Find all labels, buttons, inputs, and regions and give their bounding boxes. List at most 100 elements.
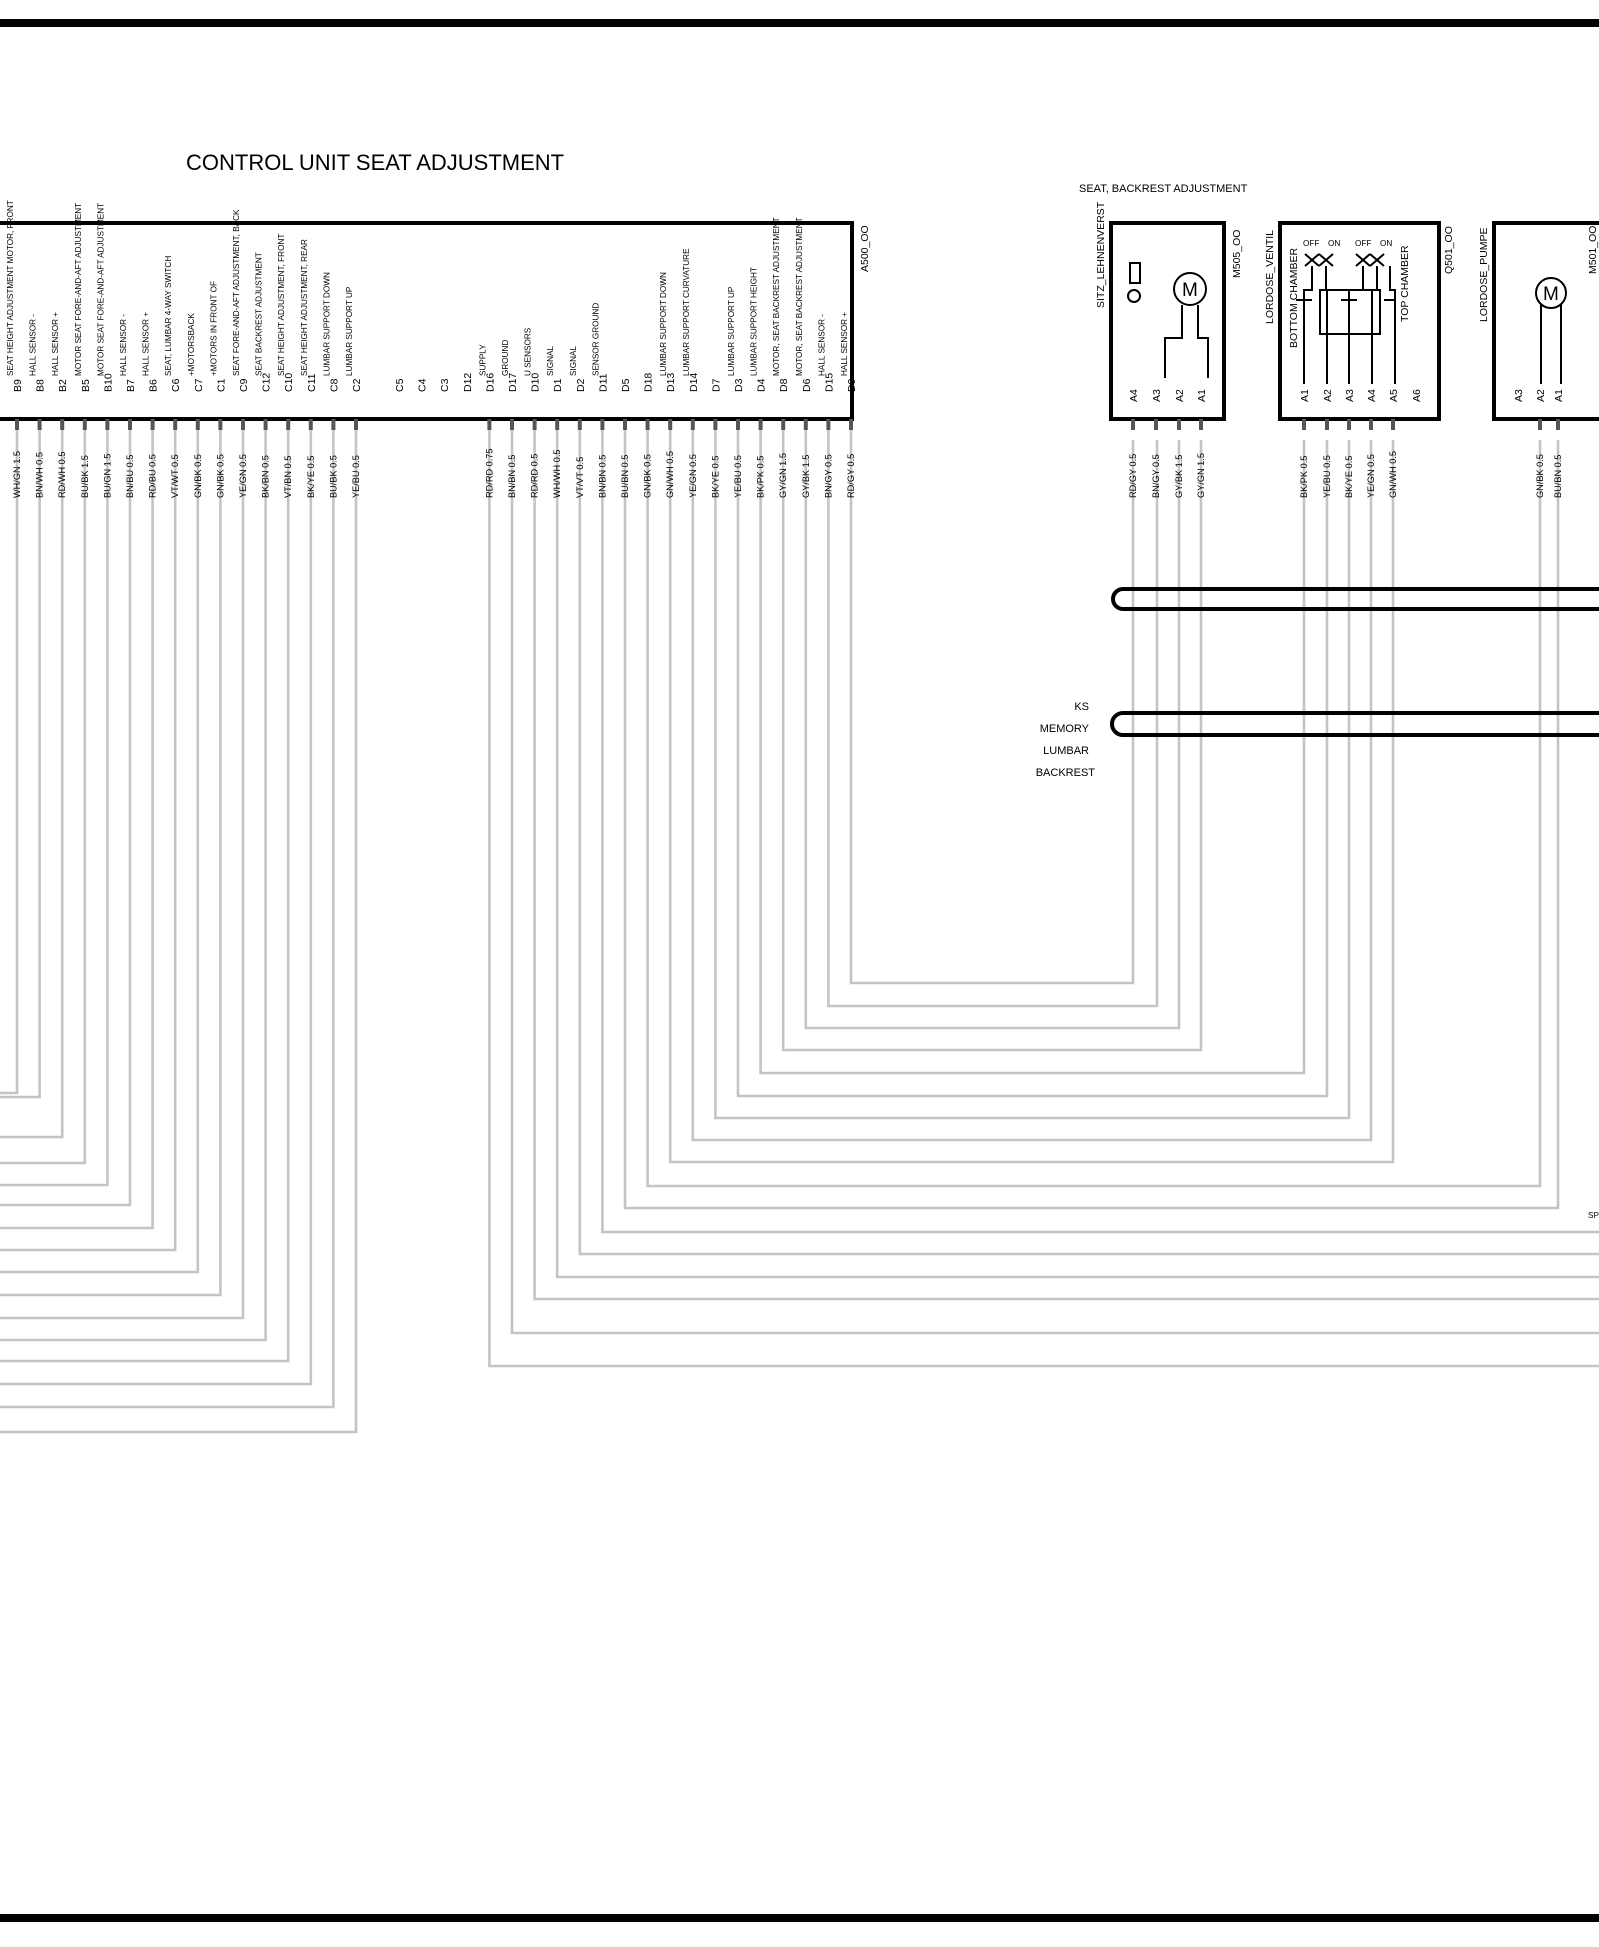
cu-wire-label: BK/YE 0.5 xyxy=(710,456,720,498)
cu-pin-D15: D15 xyxy=(823,373,835,392)
wire xyxy=(0,430,154,1230)
cu-pin-desc: SEAT, LUMBAR 4-WAY SWITCH xyxy=(164,256,173,376)
wire xyxy=(691,430,1373,1142)
cu-wire-label: RD/WH 0.5 xyxy=(57,452,67,498)
cu-pin-desc: U SENSORS xyxy=(524,327,533,376)
control-unit-id: A500_OO xyxy=(859,225,871,272)
cu-pin-desc: GROUND xyxy=(501,340,510,376)
cu-pin-desc: HALL SENSOR - xyxy=(29,314,38,376)
q501-on-right: ON xyxy=(1380,239,1392,248)
control-unit-title: CONTROL UNIT SEAT ADJUSTMENT xyxy=(186,150,564,175)
cu-pin-C8: C8 xyxy=(328,378,340,392)
wire xyxy=(0,430,87,1165)
cu-pin-desc: LUMBAR SUPPORT CURVATURE xyxy=(682,248,691,376)
edge-label: SP xyxy=(1588,1211,1599,1220)
cu-wire-label: BN/BN 0.5 xyxy=(597,455,607,498)
cu-pin-desc: MOTOR, SEAT BACKREST ADJUSTMENT xyxy=(772,217,781,376)
legend-item-backrest: BACKREST xyxy=(1036,767,1096,779)
bottom-frame-bar xyxy=(0,1914,1599,1922)
cu-pin-D4: D4 xyxy=(756,378,768,392)
cu-wire-label: VT/VT 0.5 xyxy=(575,457,585,498)
m501-pin-A2: A2 xyxy=(1535,389,1547,402)
cu-pin-desc: SEAT HEIGHT ADJUSTMENT, FRONT xyxy=(277,234,286,376)
cu-pin-C6: C6 xyxy=(170,378,182,392)
cu-pin-B6: B6 xyxy=(148,379,160,392)
legend-item-ks: KS xyxy=(1074,701,1089,713)
m505-motor-icon: M xyxy=(1164,272,1209,378)
cu-pin-D7: D7 xyxy=(710,378,722,392)
cu-pin-D2: D2 xyxy=(575,378,587,392)
m501-motor-icon: M xyxy=(1535,277,1567,384)
m505-wire-label: GY/GN 1.5 xyxy=(1196,453,1206,498)
m501-wire-label: BU/BN 0.5 xyxy=(1553,455,1563,498)
m505-pin-A1: A1 xyxy=(1196,389,1208,402)
cu-pin-B9: B9 xyxy=(12,379,24,392)
m505-pin-A3: A3 xyxy=(1151,389,1163,402)
wire-harness xyxy=(0,430,1599,1434)
cu-pin-C3: C3 xyxy=(439,378,451,392)
cu-pin-desc: LUMBAR SUPPORT DOWN xyxy=(322,272,331,376)
wire xyxy=(781,430,1203,1052)
control-unit-id-label: A500_OO xyxy=(859,225,871,272)
wire xyxy=(0,430,132,1207)
cu-wire-label: BU/BN 0.5 xyxy=(620,455,630,498)
m501-pin-A3: A3 xyxy=(1513,389,1525,402)
m505-switch-icon xyxy=(1127,262,1141,303)
wire xyxy=(0,430,64,1139)
cu-pin-B7: B7 xyxy=(125,379,137,392)
wire xyxy=(0,430,177,1252)
q501-on-left: ON xyxy=(1328,239,1340,248)
cu-wire-label: RD/GY 0.5 xyxy=(846,454,856,498)
legend: KS MEMORY LUMBAR BACKREST xyxy=(1036,701,1096,779)
cu-wire-label: RD/BU 0.5 xyxy=(148,454,158,498)
q501-name: LORDOSE_VENTIL xyxy=(1264,230,1276,324)
cu-pin-D16: D16 xyxy=(484,373,496,392)
cu-wire-label: GY/BK 1.5 xyxy=(801,455,811,498)
cu-pin-C4: C4 xyxy=(417,378,429,392)
cu-pin-D9: D9 xyxy=(846,378,858,392)
q501-valve-icon xyxy=(1296,253,1396,384)
cu-pin-B10: B10 xyxy=(102,373,114,392)
cu-wire-label: RD/RD 0.75 xyxy=(484,448,494,498)
cu-pin-desc: MOTOR SEAT FORE-AND-AFT ADJUSTMENT xyxy=(74,203,83,376)
cu-pin-D8: D8 xyxy=(778,378,790,392)
wire xyxy=(0,430,267,1342)
cu-pin-desc: HALL SENSOR - xyxy=(119,314,128,376)
cu-wire-label: GN/WH 0.5 xyxy=(665,451,675,498)
cu-wire-label: GN/BK 0.5 xyxy=(215,454,225,498)
m505-name: SITZ_LEHNENVERST xyxy=(1095,201,1107,308)
legend-item-memory: MEMORY xyxy=(1040,723,1090,735)
cu-pin-desc: SEAT BACKREST ADJUSTMENT xyxy=(255,252,264,376)
wire xyxy=(0,430,200,1274)
cu-pin-C12: C12 xyxy=(261,373,273,392)
cu-pin-desc: +MOTORSBACK xyxy=(187,313,196,376)
cu-pin-B5: B5 xyxy=(80,379,92,392)
cu-wire-label: BU/BK 0.5 xyxy=(328,455,338,498)
q501-wire-label: BK/PK 0.5 xyxy=(1299,456,1309,498)
m505-wire-label: BN/GY 0.5 xyxy=(1151,454,1161,498)
wire xyxy=(736,430,1329,1098)
wire xyxy=(0,430,222,1297)
cu-wire-label: BK/PK 0.5 xyxy=(756,456,766,498)
cu-pin-D18: D18 xyxy=(643,373,655,392)
q501-wire-label: BK/YE 0.5 xyxy=(1344,456,1354,498)
cu-pin-D3: D3 xyxy=(733,378,745,392)
cu-pin-desc: HALL SENSOR - xyxy=(817,314,826,376)
cu-pin-desc: SUPPLY xyxy=(478,344,487,376)
cu-pin-D11: D11 xyxy=(597,373,609,392)
cu-pin-B2: B2 xyxy=(57,379,69,392)
wire xyxy=(827,430,1159,1008)
cu-pin-desc: LUMBAR SUPPORT HEIGHT xyxy=(750,267,759,376)
m501-box xyxy=(1492,221,1599,421)
wire xyxy=(646,430,1542,1188)
wire xyxy=(668,430,1395,1164)
cu-pin-desc: SEAT HEIGHT ADJUSTMENT, REAR xyxy=(300,239,309,376)
wire xyxy=(0,430,335,1409)
q501-off-left: OFF xyxy=(1303,239,1319,248)
wire xyxy=(849,430,1135,985)
m505-id: M505_OO xyxy=(1231,230,1243,278)
wire xyxy=(804,430,1181,1030)
